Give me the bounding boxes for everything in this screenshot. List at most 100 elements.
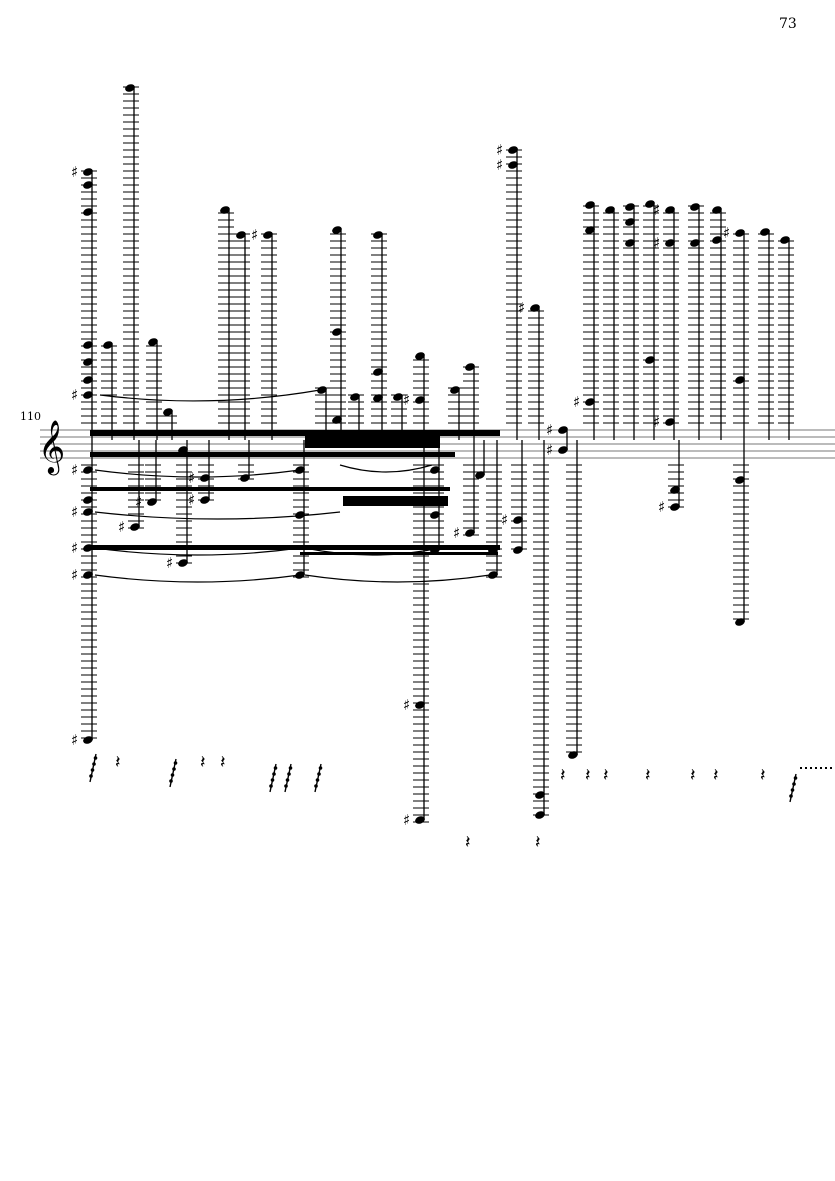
- sharp-icon: ♯: [496, 156, 503, 174]
- notehead: [373, 231, 383, 239]
- notehead: [530, 304, 540, 312]
- sharp-icon: ♯: [496, 141, 503, 159]
- notehead: [83, 571, 93, 579]
- sharp-icon: ♯: [546, 441, 553, 459]
- quarter-rest-icon: 𝄽: [690, 765, 696, 786]
- notehead: [373, 368, 383, 376]
- grace-note: [789, 794, 793, 798]
- notehead: [513, 516, 523, 524]
- notehead: [585, 226, 595, 234]
- notehead: [665, 206, 675, 214]
- beam: [90, 545, 500, 550]
- page-number: 73: [779, 16, 797, 32]
- notehead: [558, 426, 568, 434]
- grace-note: [315, 778, 320, 782]
- quarter-rest-icon: 𝄽: [713, 765, 719, 786]
- notehead: [147, 498, 157, 506]
- sharp-icon: ♯: [403, 696, 410, 714]
- treble-clef-icon: 𝄞: [38, 419, 65, 475]
- notehead: [625, 203, 635, 211]
- quarter-rest-icon: 𝄽: [200, 752, 206, 773]
- notehead: [665, 418, 675, 426]
- grace-note: [792, 782, 796, 786]
- notehead: [585, 398, 595, 406]
- notehead: [430, 546, 440, 554]
- notehead: [430, 511, 440, 519]
- notehead: [735, 476, 745, 484]
- notehead: [103, 341, 113, 349]
- grace-note: [173, 761, 178, 765]
- notehead: [712, 236, 722, 244]
- sharp-icon: ♯: [71, 731, 78, 749]
- tie: [304, 547, 441, 556]
- quarter-rest-icon: 𝄽: [535, 832, 541, 853]
- notehead: [645, 356, 655, 364]
- measure-number: 110: [20, 410, 41, 423]
- grace-note: [288, 766, 293, 770]
- notehead: [780, 236, 790, 244]
- notehead: [236, 231, 246, 239]
- notehead: [430, 466, 440, 474]
- ties: [94, 389, 491, 583]
- sharp-icon: ♯: [723, 224, 730, 242]
- grace-note: [92, 762, 96, 766]
- notehead: [558, 446, 568, 454]
- notehead: [690, 239, 700, 247]
- sharp-icon: ♯: [188, 491, 195, 509]
- quarter-rest-icon: 𝄽: [645, 765, 651, 786]
- notehead: [690, 203, 700, 211]
- sharp-icon: ♯: [453, 524, 460, 542]
- sharp-icon: ♯: [403, 811, 410, 829]
- notehead: [735, 229, 745, 237]
- notehead: [317, 386, 327, 394]
- grace-note: [169, 779, 173, 783]
- notehead: [568, 751, 578, 759]
- notehead: [83, 496, 93, 504]
- notehead: [475, 471, 485, 479]
- quarter-rest-icon: 𝄽: [465, 832, 471, 853]
- notehead: [83, 168, 93, 176]
- notehead: [508, 146, 518, 154]
- tie: [94, 511, 341, 520]
- grace-note: [287, 772, 291, 776]
- tie: [304, 574, 491, 583]
- notehead: [83, 341, 93, 349]
- grace-note: [89, 774, 93, 778]
- notehead: [178, 559, 188, 567]
- notehead: [125, 84, 135, 92]
- notehead: [670, 503, 680, 511]
- sharp-icon: ♯: [251, 226, 258, 244]
- sharp-icon: ♯: [658, 498, 665, 516]
- tie: [339, 464, 433, 473]
- notehead: [605, 206, 615, 214]
- notehead: [665, 239, 675, 247]
- notehead: [130, 523, 140, 531]
- notehead: [393, 393, 403, 401]
- grace-note: [272, 772, 276, 776]
- grace-note: [790, 788, 795, 792]
- sharp-icon: ♯: [653, 234, 660, 252]
- rests: 𝄽𝄽𝄽𝄽𝄽𝄽𝄽𝄽𝄽𝄽𝄽𝄽: [89, 752, 835, 853]
- notehead: [332, 416, 342, 424]
- notes: ♯♯♯♯♯♯♯♯♯♯♯♯♯♯♯♯♯♯♯♯♯♯♯♯♯♯♯♯♯: [71, 84, 790, 829]
- notehead: [450, 386, 460, 394]
- quarter-rest-icon: 𝄽: [585, 765, 591, 786]
- notehead: [535, 791, 545, 799]
- notehead: [350, 393, 360, 401]
- notehead: [488, 571, 498, 579]
- sharp-icon: ♯: [403, 391, 410, 409]
- notehead: [645, 200, 655, 208]
- notehead: [508, 161, 518, 169]
- sharp-icon: ♯: [135, 493, 142, 511]
- quarter-rest-icon: 𝄽: [603, 765, 609, 786]
- sharp-icon: ♯: [71, 386, 78, 404]
- grace-note: [318, 766, 323, 770]
- notehead: [415, 816, 425, 824]
- notehead: [670, 486, 680, 494]
- notehead: [83, 544, 93, 552]
- sharp-icon: ♯: [166, 554, 173, 572]
- grace-note: [284, 784, 288, 788]
- quarter-rest-icon: 𝄽: [220, 752, 226, 773]
- beam: [305, 436, 440, 448]
